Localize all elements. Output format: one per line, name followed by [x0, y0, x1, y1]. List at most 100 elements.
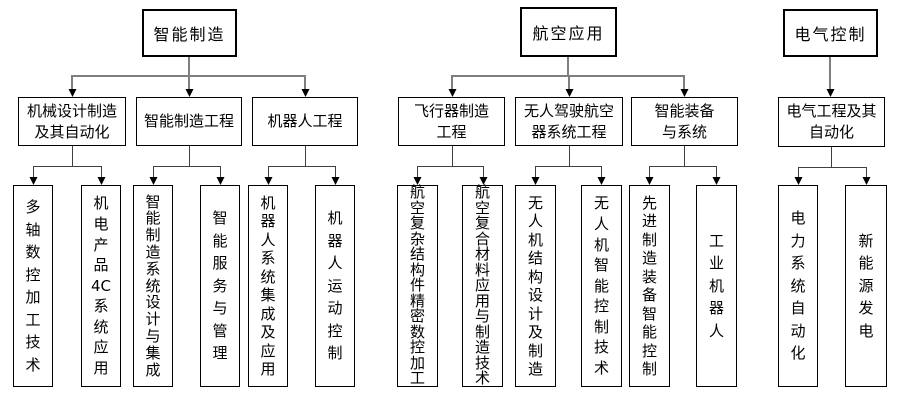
connector-line — [716, 166, 717, 178]
direction-label: 智 能 服 务 与 管 理 — [212, 209, 228, 363]
connector-line — [798, 167, 867, 168]
connector-line — [451, 75, 453, 90]
arrow-down-icon — [149, 177, 158, 185]
major-box-uav-systems: 无人驾驶航空 器系统工程 — [515, 97, 623, 146]
arrow-down-icon — [264, 177, 273, 185]
connector-line — [649, 166, 650, 178]
direction-label: 新 能 源 发 电 — [858, 231, 874, 340]
connector-line — [268, 166, 269, 178]
connector-line — [569, 146, 570, 166]
major-box-aircraft-manufacturing: 飞行器制造 工程 — [398, 97, 505, 146]
root-label: 智能制造 — [153, 25, 226, 44]
direction-box-industrial-robot: 工 业 机 器 人 — [696, 185, 737, 387]
direction-box-mechatronic-4c: 机 电 产 品 4C 系 统 应 用 — [81, 185, 121, 387]
connector-line — [33, 166, 102, 167]
direction-box-robot-motion-control: 机 器 人 运 动 控 制 — [315, 185, 355, 387]
connector-line — [798, 167, 799, 178]
connector-line — [304, 75, 306, 90]
major-label: 机械设计制造 及其自动化 — [26, 101, 117, 141]
electrical-control-root: 电气控制 — [783, 9, 878, 57]
connector-line — [452, 146, 453, 166]
direction-label: 机 电 产 品 4C 系 统 应 用 — [90, 194, 112, 377]
connector-line — [71, 75, 73, 90]
connector-line — [535, 166, 536, 178]
intelligent-manufacturing-root: 智能制造 — [142, 9, 237, 57]
direction-label: 机 器 人 系 统 集 成 及 应 用 — [260, 193, 276, 379]
direction-label: 无 人 机 结 构 设 计 及 制 造 — [527, 193, 543, 379]
connector-line — [220, 166, 221, 178]
major-box-machine-design: 机械设计制造 及其自动化 — [18, 97, 126, 146]
connector-line — [683, 75, 685, 90]
connector-line — [829, 57, 831, 90]
direction-box-uav-structure-design: 无 人 机 结 构 设 计 及 制 造 — [515, 185, 556, 387]
connector-line — [831, 147, 832, 167]
direction-box-aero-composite-materials: 航 空 复 合 材 料 应 用 与 制 造 技 术 — [462, 185, 503, 387]
connector-line — [483, 166, 484, 178]
direction-box-new-energy-generation: 新 能 源 发 电 — [845, 185, 887, 387]
direction-label: 电 力 系 统 自 动 化 — [790, 209, 806, 363]
connector-line — [417, 166, 418, 178]
direction-box-multiaxis-cnc: 多 轴 数 控 加 工 技 术 — [13, 185, 53, 387]
arrow-down-icon — [794, 177, 803, 185]
arrow-down-icon — [597, 177, 606, 185]
arrow-down-icon — [29, 177, 38, 185]
direction-box-robot-integration: 机 器 人 系 统 集 成 及 应 用 — [248, 185, 288, 387]
major-box-robot-engineering: 机器人工程 — [252, 97, 358, 146]
connector-line — [568, 75, 570, 90]
major-box-intelligent-equipment: 智能装备 与系统 — [631, 97, 738, 146]
connector-line — [101, 166, 102, 178]
aviation-application-root: 航空应用 — [520, 7, 617, 57]
direction-label: 先 进 制 造 装 备 智 能 控 制 — [641, 193, 657, 379]
direction-label: 工 业 机 器 人 — [708, 231, 724, 340]
connector-line — [866, 167, 867, 178]
major-label: 机器人工程 — [267, 112, 343, 130]
arrow-down-icon — [185, 89, 194, 97]
arrow-down-icon — [216, 177, 225, 185]
direction-box-power-system-automation: 电 力 系 统 自 动 化 — [778, 185, 818, 387]
major-label: 智能装备 与系统 — [654, 101, 715, 141]
connector-line — [153, 166, 154, 178]
direction-box-uav-intelligent-control: 无 人 机 智 能 控 制 技 术 — [581, 185, 622, 387]
arrow-down-icon — [448, 89, 457, 97]
arrow-down-icon — [413, 177, 422, 185]
root-label: 电气控制 — [794, 25, 867, 44]
connector-line — [188, 75, 190, 90]
direction-label: 航 空 复 合 材 料 应 用 与 制 造 技 术 — [474, 183, 490, 388]
direction-label: 智 能 制 造 系 统 设 计 与 集 成 — [145, 192, 161, 379]
major-box-intelligent-manufacturing-eng: 智能制造工程 — [136, 97, 242, 146]
connector-line — [335, 166, 336, 178]
connector-line — [305, 146, 306, 166]
direction-box-intelligent-service: 智 能 服 务 与 管 理 — [200, 185, 240, 387]
arrow-down-icon — [712, 177, 721, 185]
connector-line — [189, 146, 190, 166]
direction-label: 航 空 复 杂 结 构 件 精 密 数 控 加 工 — [409, 183, 425, 388]
arrow-down-icon — [826, 89, 835, 97]
arrow-down-icon — [68, 89, 77, 97]
direction-label: 无 人 机 智 能 控 制 技 术 — [593, 194, 609, 377]
connector-line — [684, 146, 685, 166]
arrow-down-icon — [479, 177, 488, 185]
major-box-electrical-engineering: 电气工程及其 自动化 — [778, 97, 885, 147]
major-label: 智能制造工程 — [143, 112, 234, 130]
connector-line — [535, 166, 601, 167]
connector-line — [567, 57, 569, 76]
major-label: 无人驾驶航空 器系统工程 — [523, 101, 614, 141]
arrow-down-icon — [565, 89, 574, 97]
arrow-down-icon — [97, 177, 106, 185]
direction-box-im-system-design: 智 能 制 造 系 统 设 计 与 集 成 — [133, 185, 173, 387]
direction-label: 多 轴 数 控 加 工 技 术 — [25, 198, 41, 374]
arrow-down-icon — [645, 177, 654, 185]
arrow-down-icon — [531, 177, 540, 185]
connector-line — [649, 166, 716, 167]
connector-line — [417, 166, 483, 167]
connector-line — [33, 166, 34, 178]
arrow-down-icon — [331, 177, 340, 185]
major-label: 电气工程及其 自动化 — [786, 102, 877, 141]
connector-line — [72, 146, 73, 166]
connector-line — [268, 166, 335, 167]
connector-line — [153, 166, 220, 167]
connector-line — [188, 57, 190, 76]
major-label: 飞行器制造 工程 — [413, 101, 489, 141]
direction-box-advanced-equipment-control: 先 进 制 造 装 备 智 能 控 制 — [629, 185, 670, 387]
